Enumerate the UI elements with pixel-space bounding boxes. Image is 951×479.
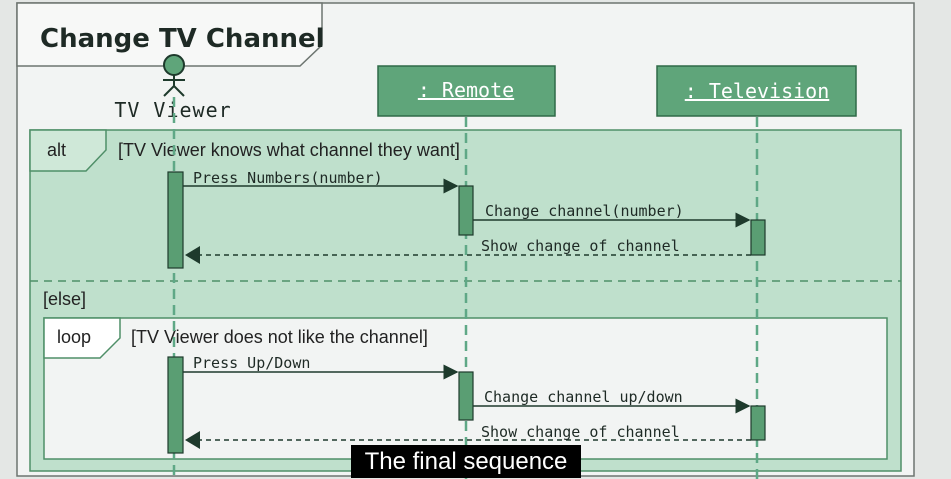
remote-object-box (377, 65, 556, 117)
message-label-5: Change channel up/down (484, 388, 683, 406)
television-activation-1 (750, 219, 766, 256)
diagram-title: Change TV Channel (40, 24, 325, 54)
alt-guard-label: [TV Viewer knows what channel they want] (118, 140, 460, 160)
remote-object-label: : Remote (418, 78, 514, 102)
loop-operator-label: loop (57, 327, 91, 347)
message-label-4: Press Up/Down (193, 354, 310, 372)
loop-operator-tab (43, 317, 121, 359)
else-guard-label: [else] (43, 289, 86, 309)
actor-icon (163, 54, 185, 97)
message-label-2: Change channel(number) (485, 202, 684, 220)
actor-label: TV Viewer (114, 98, 231, 122)
television-object-box (656, 65, 857, 117)
message-label-6: Show change of channel (481, 423, 680, 441)
actor-activation-2 (167, 356, 184, 454)
alt-operator-label: alt (47, 140, 66, 160)
television-object-label: : Television (685, 79, 830, 103)
alt-operator-tab (29, 129, 107, 172)
message-label-3: Show change of channel (481, 237, 680, 255)
remote-activation-2 (458, 371, 474, 421)
video-caption: The final sequence (351, 445, 581, 478)
actor-activation-1 (167, 171, 184, 269)
remote-activation-1 (458, 185, 474, 236)
loop-guard-label: [TV Viewer does not like the channel] (131, 327, 428, 347)
message-label-1: Press Numbers(number) (193, 169, 383, 187)
title-tab (16, 2, 323, 67)
television-activation-2 (750, 405, 766, 441)
